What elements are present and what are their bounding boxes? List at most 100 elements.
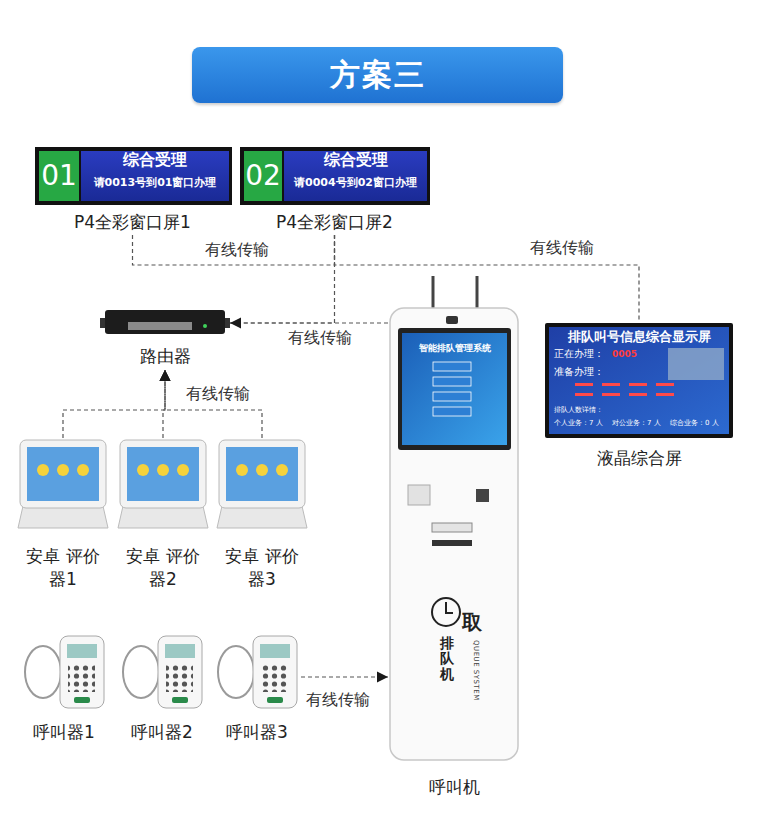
device-node: 安卓 评价器3 bbox=[217, 438, 307, 593]
device-text: 请0013号到01窗口办理 bbox=[81, 176, 229, 189]
device-text: 取 bbox=[462, 610, 486, 634]
device-text: 路由器 bbox=[100, 346, 230, 366]
dashed-line bbox=[230, 322, 388, 323]
router-ports bbox=[128, 322, 192, 330]
device-text: 呼叫器3 bbox=[213, 722, 301, 742]
menu-button bbox=[433, 392, 471, 401]
tablet-screen bbox=[226, 447, 298, 501]
connector-label: 有线传输 bbox=[202, 240, 272, 259]
device-text: 综合受理 bbox=[81, 150, 229, 169]
queue-number-mark bbox=[629, 383, 647, 386]
connector-label: 有线传输 bbox=[527, 238, 597, 257]
logo-clock bbox=[432, 598, 460, 626]
device-text: 02 bbox=[244, 159, 282, 193]
smiley-icon bbox=[157, 464, 169, 476]
rotated-label: QUEUE SYSTEM bbox=[472, 640, 480, 701]
device-text: 排队叫号信息综合显示屏 bbox=[549, 329, 729, 345]
smiley-icon bbox=[256, 464, 268, 476]
device-node: 智能排队管理系统取排队机QUEUE SYSTEM呼叫机 bbox=[388, 272, 521, 802]
device-text: 准备办理： bbox=[554, 366, 614, 378]
caller-keypad bbox=[68, 664, 95, 692]
queue-number-mark bbox=[575, 383, 593, 386]
arrowhead bbox=[160, 370, 171, 381]
device-text: 请0004号到02窗口办理 bbox=[284, 176, 427, 189]
connector bbox=[160, 370, 171, 438]
tablet-screen bbox=[127, 447, 199, 501]
menu-button bbox=[433, 407, 471, 416]
antenna bbox=[476, 276, 479, 310]
smiley-icon bbox=[37, 464, 49, 476]
card-reader bbox=[408, 485, 430, 505]
connector bbox=[335, 235, 640, 320]
device-text: 对公业务：7 人 bbox=[612, 419, 668, 427]
menu-button bbox=[433, 362, 471, 371]
tablet-screen bbox=[27, 447, 99, 501]
router-led bbox=[203, 324, 207, 328]
kiosk-body bbox=[390, 308, 518, 760]
smiley-icon bbox=[276, 464, 288, 476]
caller-cable bbox=[25, 646, 61, 698]
ticket-slot bbox=[432, 540, 472, 546]
tablet-stand bbox=[217, 506, 307, 528]
dashed-line bbox=[133, 235, 335, 265]
lcd-photo bbox=[668, 348, 724, 380]
vertical-label: 排队机 bbox=[440, 636, 454, 682]
caller-body bbox=[60, 636, 104, 708]
connector-label: 有线传输 bbox=[183, 384, 253, 403]
arrowhead bbox=[230, 318, 241, 329]
queue-number-mark bbox=[575, 393, 593, 396]
caller-keypad bbox=[166, 664, 193, 692]
connector bbox=[160, 370, 263, 438]
printer-panel bbox=[432, 523, 472, 532]
tablet-frame bbox=[120, 440, 206, 508]
screen-frame bbox=[35, 147, 232, 205]
device-text: P4全彩窗口屏1 bbox=[30, 212, 235, 232]
device-node: 安卓 评价器1 bbox=[18, 438, 108, 593]
device-node: 01综合受理请0013号到01窗口办理 P4全彩窗口屏1 bbox=[30, 145, 235, 235]
device-text: 个人业务：7 人 bbox=[554, 419, 610, 427]
smiley-icon bbox=[77, 464, 89, 476]
screen-panel bbox=[81, 151, 229, 201]
caller-display bbox=[165, 644, 195, 658]
smiley-icon bbox=[236, 464, 248, 476]
screen-number-panel bbox=[39, 151, 79, 201]
menu-button bbox=[433, 377, 471, 386]
device-text: 01 bbox=[39, 159, 79, 193]
device-node: 路由器 bbox=[100, 300, 230, 370]
caller-button bbox=[74, 697, 90, 703]
scanner bbox=[476, 489, 489, 502]
connector bbox=[230, 318, 388, 329]
queue-number-mark bbox=[602, 393, 620, 396]
connector bbox=[63, 370, 171, 438]
caller-display bbox=[67, 644, 97, 658]
queue-number-mark bbox=[656, 393, 674, 396]
device-text: 呼叫器2 bbox=[118, 722, 206, 742]
device-node: 呼叫器3 bbox=[213, 628, 301, 746]
connector bbox=[301, 672, 388, 683]
router-body bbox=[105, 310, 225, 334]
device-node: 安卓 评价器2 bbox=[118, 438, 208, 593]
caller-button bbox=[267, 697, 283, 703]
tablet-frame bbox=[20, 440, 106, 508]
lcd-frame bbox=[545, 323, 733, 438]
tablet-frame bbox=[219, 440, 305, 508]
lcd-panel bbox=[549, 327, 729, 434]
tablet-stand bbox=[118, 506, 208, 528]
device-text: 安卓 评价器1 bbox=[23, 545, 103, 591]
arrowhead bbox=[377, 672, 388, 683]
queue-number-mark bbox=[629, 393, 647, 396]
device-node: 呼叫器1 bbox=[20, 628, 108, 746]
device-text: 安卓 评价器2 bbox=[123, 545, 203, 591]
screen-frame bbox=[240, 147, 430, 205]
device-text: 正在办理： bbox=[554, 348, 614, 360]
queue-number-mark bbox=[656, 383, 674, 386]
device-text: 0005 bbox=[612, 349, 652, 360]
smiley-icon bbox=[137, 464, 149, 476]
connector-label: 有线传输 bbox=[285, 328, 355, 347]
smiley-icon bbox=[177, 464, 189, 476]
device-text: 排队人数详情： bbox=[554, 406, 634, 414]
dashed-line bbox=[165, 370, 262, 438]
